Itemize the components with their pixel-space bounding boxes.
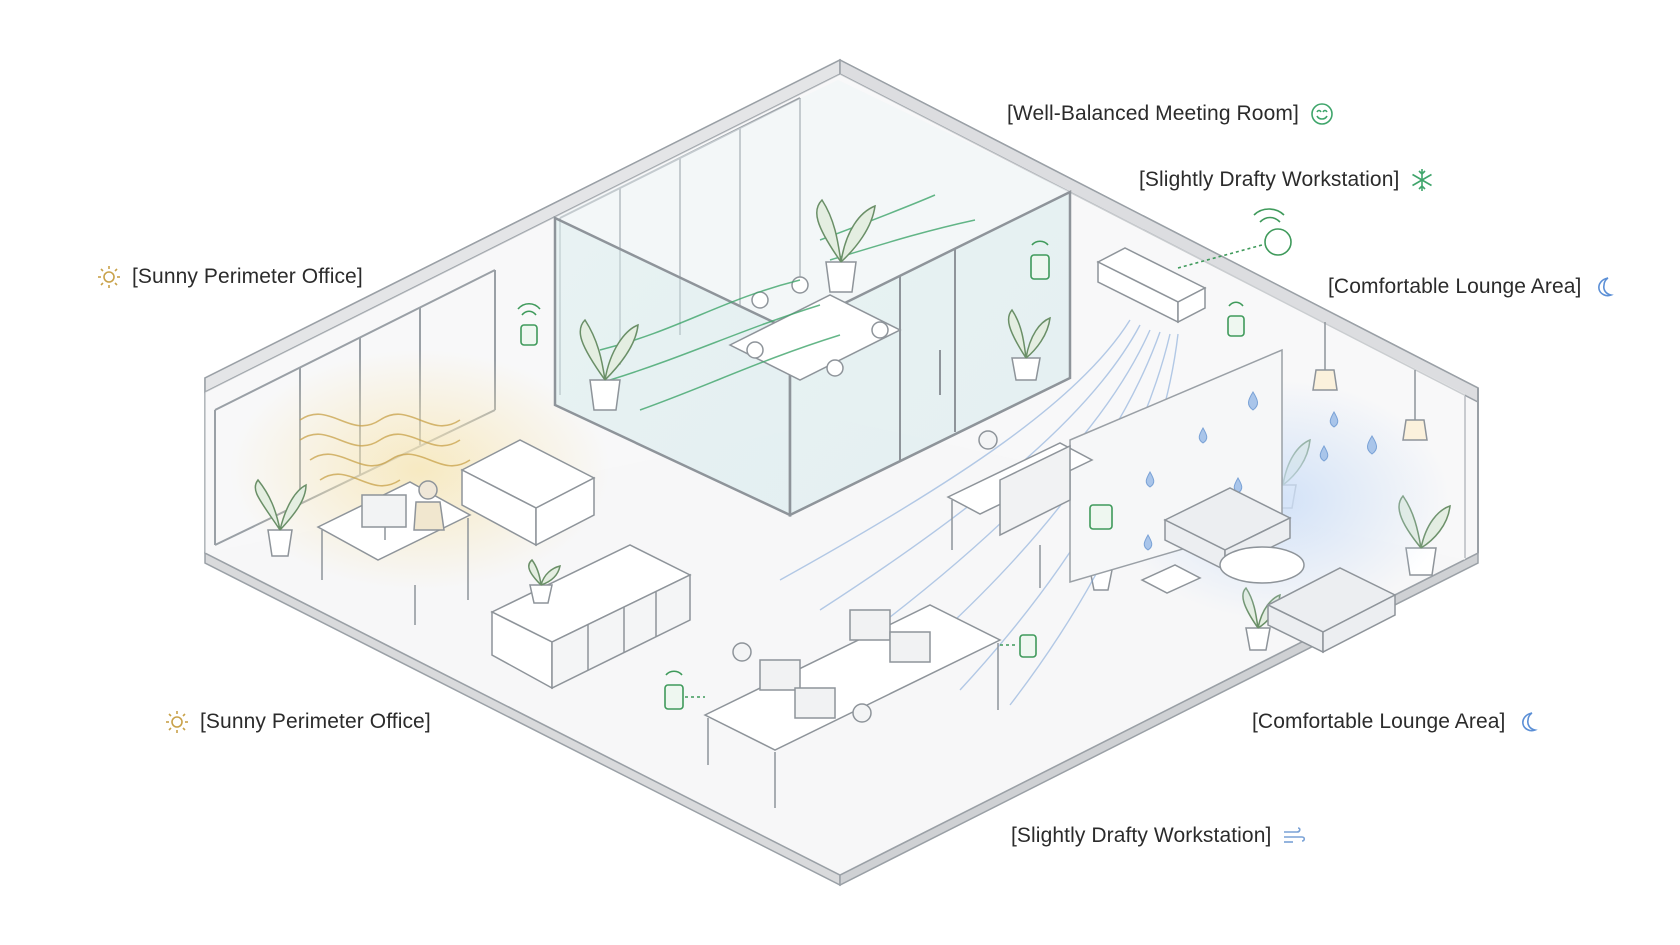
crescent-moon-icon: [1592, 274, 1618, 300]
sensors: [517, 208, 1292, 710]
label-sunny-office-left-text: [Sunny Perimeter Office]: [132, 265, 363, 288]
label-meeting-room: [Well-Balanced Meeting Room]: [1007, 101, 1335, 127]
wind-icon: [1281, 823, 1307, 849]
sideboard: [460, 439, 596, 547]
perimeter-worker: [413, 480, 445, 531]
reception-desk: [946, 430, 1094, 588]
lounge-area: [1069, 322, 1450, 654]
label-lounge-right: [Comfortable Lounge Area]: [1328, 274, 1618, 300]
label-drafty-workstation-top-text: [Slightly Drafty Workstation]: [1139, 168, 1400, 191]
label-sunny-office-left: [Sunny Perimeter Office]: [96, 264, 363, 290]
label-lounge-right-text: [Comfortable Lounge Area]: [1328, 275, 1582, 298]
air-conditioner: [1096, 247, 1207, 324]
crescent-moon-icon: [1516, 709, 1542, 735]
sun-icon: [96, 264, 122, 290]
label-meeting-room-text: [Well-Balanced Meeting Room]: [1007, 102, 1299, 125]
label-sunny-office-bottom-text: [Sunny Perimeter Office]: [200, 710, 431, 733]
open-workstations: [703, 604, 1002, 808]
label-drafty-workstation-bottom-text: [Slightly Drafty Workstation]: [1011, 824, 1272, 847]
meeting-room: [553, 80, 1072, 518]
sun-icon: [164, 709, 190, 735]
snowflake-icon: [1409, 167, 1435, 193]
label-sunny-office-bottom: [Sunny Perimeter Office]: [164, 709, 431, 735]
label-lounge-bottom: [Comfortable Lounge Area]: [1252, 709, 1542, 735]
cabinet: [490, 544, 692, 690]
label-drafty-workstation-top: [Slightly Drafty Workstation]: [1139, 167, 1435, 193]
label-drafty-workstation-bottom: [Slightly Drafty Workstation]: [1011, 823, 1307, 849]
smiley-face-icon: [1309, 101, 1335, 127]
label-lounge-bottom-text: [Comfortable Lounge Area]: [1252, 710, 1506, 733]
